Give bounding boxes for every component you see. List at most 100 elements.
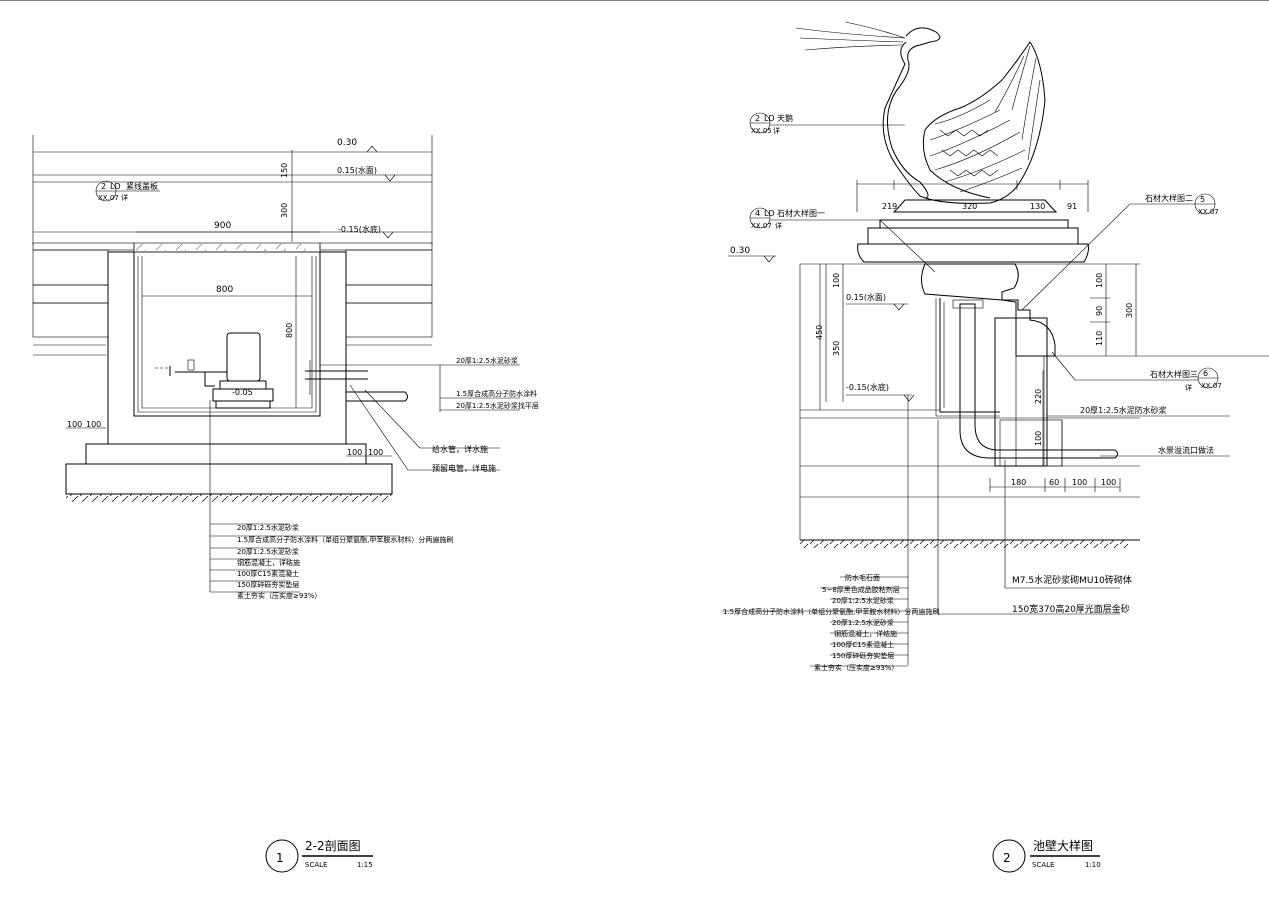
dim-top-130: 130 [1030, 202, 1045, 211]
svg-text:XX.07: XX.07 [751, 222, 772, 230]
svg-text:1.5厚合成高分子防水涂料（单组分聚氨酯,甲苯胺水材料）分两: 1.5厚合成高分子防水涂料（单组分聚氨酯,甲苯胺水材料）分两遍施刷 [723, 607, 939, 616]
note-brick: M7.5水泥砂浆砌MU10砖砌体 [1012, 574, 1132, 586]
svg-text:5~8厚黑色成品胶粘剂层: 5~8厚黑色成品胶粘剂层 [822, 585, 900, 594]
svg-text:素土夯实（压实度≥93%）: 素土夯实（压实度≥93%） [237, 591, 321, 600]
svg-text:详: 详 [1185, 383, 1192, 392]
title-block-left: 1 2-2剖面图 SCALE 1:15 [265, 839, 373, 873]
svg-text:2: 2 [101, 182, 106, 191]
elev-015-surface: 0.15(水面) [337, 165, 377, 175]
svg-text:天鹅: 天鹅 [777, 113, 793, 123]
svg-text:4: 4 [755, 209, 760, 218]
svg-text:1: 1 [276, 851, 284, 865]
ref-stone-detail-3[interactable]: 6 XX.07 石材大样图三 详 [1051, 351, 1222, 392]
earth-hatch [66, 494, 392, 502]
note-overflow: 水景溢流口做法 [1158, 445, 1214, 455]
dim-900: 900 [214, 221, 231, 231]
svg-text:20厚1:2.5水泥砂浆: 20厚1:2.5水泥砂浆 [237, 523, 299, 532]
dim-top-320: 320 [962, 202, 977, 211]
dim-bottom-180: 180 [1011, 478, 1026, 487]
elev-030: 0.30 [337, 138, 357, 148]
svg-text:XX.05: XX.05 [751, 127, 772, 135]
note-right-1: 20厚1:2.5水泥砂浆 [456, 356, 518, 365]
coping-stone [921, 263, 1056, 357]
section-2-2: 0.30 0.15(水面) -0.15(水底) 150 300 2 LD XX.… [32, 135, 539, 873]
svg-text:100厚C15素混凝土: 100厚C15素混凝土 [237, 569, 299, 578]
dim-top-219: 219 [882, 202, 897, 211]
swan-sculpture [795, 21, 1046, 204]
overflow-pipe [959, 303, 1118, 459]
dim-right-100: 100 [1095, 273, 1104, 288]
svg-text:LD: LD [110, 182, 121, 191]
ref-stone-detail-2[interactable]: 5 XX.07 石材大样图二 [1021, 193, 1219, 311]
svg-text:石材大样图三: 石材大样图三 [1150, 369, 1198, 379]
ref-cover-plate[interactable]: 2 LD XX.07 紧线盖板 详 [95, 180, 160, 202]
svg-text:详: 详 [773, 126, 780, 135]
svg-text:钢筋混凝土，详结施: 钢筋混凝土，详结施 [237, 558, 300, 567]
svg-text:防水毛石面: 防水毛石面 [845, 573, 880, 582]
svg-text:1:10: 1:10 [1085, 861, 1101, 869]
elev-m005: -0.05 [232, 388, 253, 397]
svg-text:素土夯实（压实度≥93%）: 素土夯实（压实度≥93%） [814, 663, 898, 672]
svg-text:XX.07: XX.07 [1198, 208, 1219, 216]
svg-text:SCALE: SCALE [1032, 861, 1054, 869]
svg-text:1:15: 1:15 [357, 861, 373, 869]
pool-wall-detail: 219 320 130 91 2 LD XX.05 天鹅 详 4 LD XX.0… [722, 21, 1269, 873]
grate-bars [136, 244, 306, 251]
dim-100b: 100 [86, 420, 101, 429]
dim-100c: 100 [347, 448, 362, 457]
note-right-2: 1.5厚合成高分子防水涂料 [456, 389, 537, 398]
dim-top-91: 91 [1067, 202, 1077, 211]
dim-bottom-100b: 100 [1101, 478, 1116, 487]
svg-text:100厚C15素混凝土: 100厚C15素混凝土 [832, 640, 894, 649]
svg-text:150厚碎砾夯实垫层: 150厚碎砾夯实垫层 [237, 580, 299, 589]
dim-800-width: 800 [216, 285, 233, 295]
note-pipe-1: 给水管，详水施 [432, 444, 488, 454]
ref-swan[interactable]: 2 LD XX.05 天鹅 详 [749, 112, 905, 135]
svg-text:1.5厚合成高分子防水涂料（单组分聚氨酯,甲苯胺水材料）分两: 1.5厚合成高分子防水涂料（单组分聚氨酯,甲苯胺水材料）分两遍施刷 [237, 535, 453, 544]
note-mortar: 20厚1:2.5水泥防水砂浆 [1080, 405, 1167, 415]
dim-100a: 100 [67, 420, 82, 429]
dim-100d: 100 [368, 448, 383, 457]
svg-text:石材大样图二: 石材大样图二 [1145, 193, 1193, 203]
note-pipe-2: 预留电管，详电施 [432, 463, 496, 473]
dim-150: 150 [280, 163, 289, 178]
dim-800-height: 800 [285, 323, 294, 338]
bottom-notes-right: 防水毛石面 5~8厚黑色成品胶粘剂层 20厚1:2.5水泥砂浆 1.5厚合成高分… [722, 573, 939, 672]
elev-m015-right: -0.15(水底) [846, 382, 889, 392]
svg-text:20厚1:2.5水泥砂浆: 20厚1:2.5水泥砂浆 [237, 547, 299, 556]
elev-015-right: 0.15(水面) [846, 292, 886, 302]
title-pool-wall: 池壁大样图 [1033, 838, 1093, 853]
dim-220: 220 [1034, 389, 1043, 404]
svg-text:详: 详 [121, 193, 128, 202]
svg-text:钢筋混凝土，详结施: 钢筋混凝土，详结施 [834, 629, 897, 638]
dim-right-110: 110 [1095, 331, 1104, 346]
ref-stone-detail-1[interactable]: 4 LD XX.07 石材大样图一 详 [749, 207, 936, 273]
svg-text:5: 5 [1200, 195, 1205, 204]
elev-030-right: 0.30 [730, 246, 750, 256]
dim-right-90: 90 [1095, 306, 1104, 316]
dim-right-300: 300 [1125, 303, 1134, 318]
dim-100-wall: 100 [1034, 431, 1043, 446]
note-right-3: 20厚1:2.5水泥砂浆找平层 [456, 401, 539, 410]
svg-text:6: 6 [1203, 369, 1208, 378]
svg-text:SCALE: SCALE [305, 861, 327, 869]
svg-text:XX.07: XX.07 [1201, 382, 1222, 390]
title-2-2: 2-2剖面图 [305, 839, 361, 853]
svg-text:20厚1:2.5水泥砂浆: 20厚1:2.5水泥砂浆 [832, 596, 894, 605]
svg-text:LD: LD [764, 209, 775, 218]
elev-m015-bottom: -0.15(水底) [338, 224, 381, 234]
dim-bottom-100a: 100 [1072, 478, 1087, 487]
svg-text:详: 详 [775, 221, 782, 230]
bottom-notes-left: 20厚1:2.5水泥砂浆 1.5厚合成高分子防水涂料（单组分聚氨酯,甲苯胺水材料… [210, 523, 453, 600]
svg-text:XX.07: XX.07 [98, 194, 119, 202]
svg-text:LD: LD [764, 114, 775, 123]
dim-100-left: 100 [832, 273, 841, 288]
dim-bottom-60: 60 [1049, 478, 1059, 487]
svg-text:20厚1:2.5水泥砂浆: 20厚1:2.5水泥砂浆 [832, 618, 894, 627]
dim-300: 300 [280, 203, 289, 218]
note-rebar: 150宽370高20厚光面层金砂 [1012, 603, 1130, 615]
svg-text:石材大样图一: 石材大样图一 [777, 208, 825, 218]
svg-text:150厚碎砾夯实垫层: 150厚碎砾夯实垫层 [832, 651, 894, 660]
